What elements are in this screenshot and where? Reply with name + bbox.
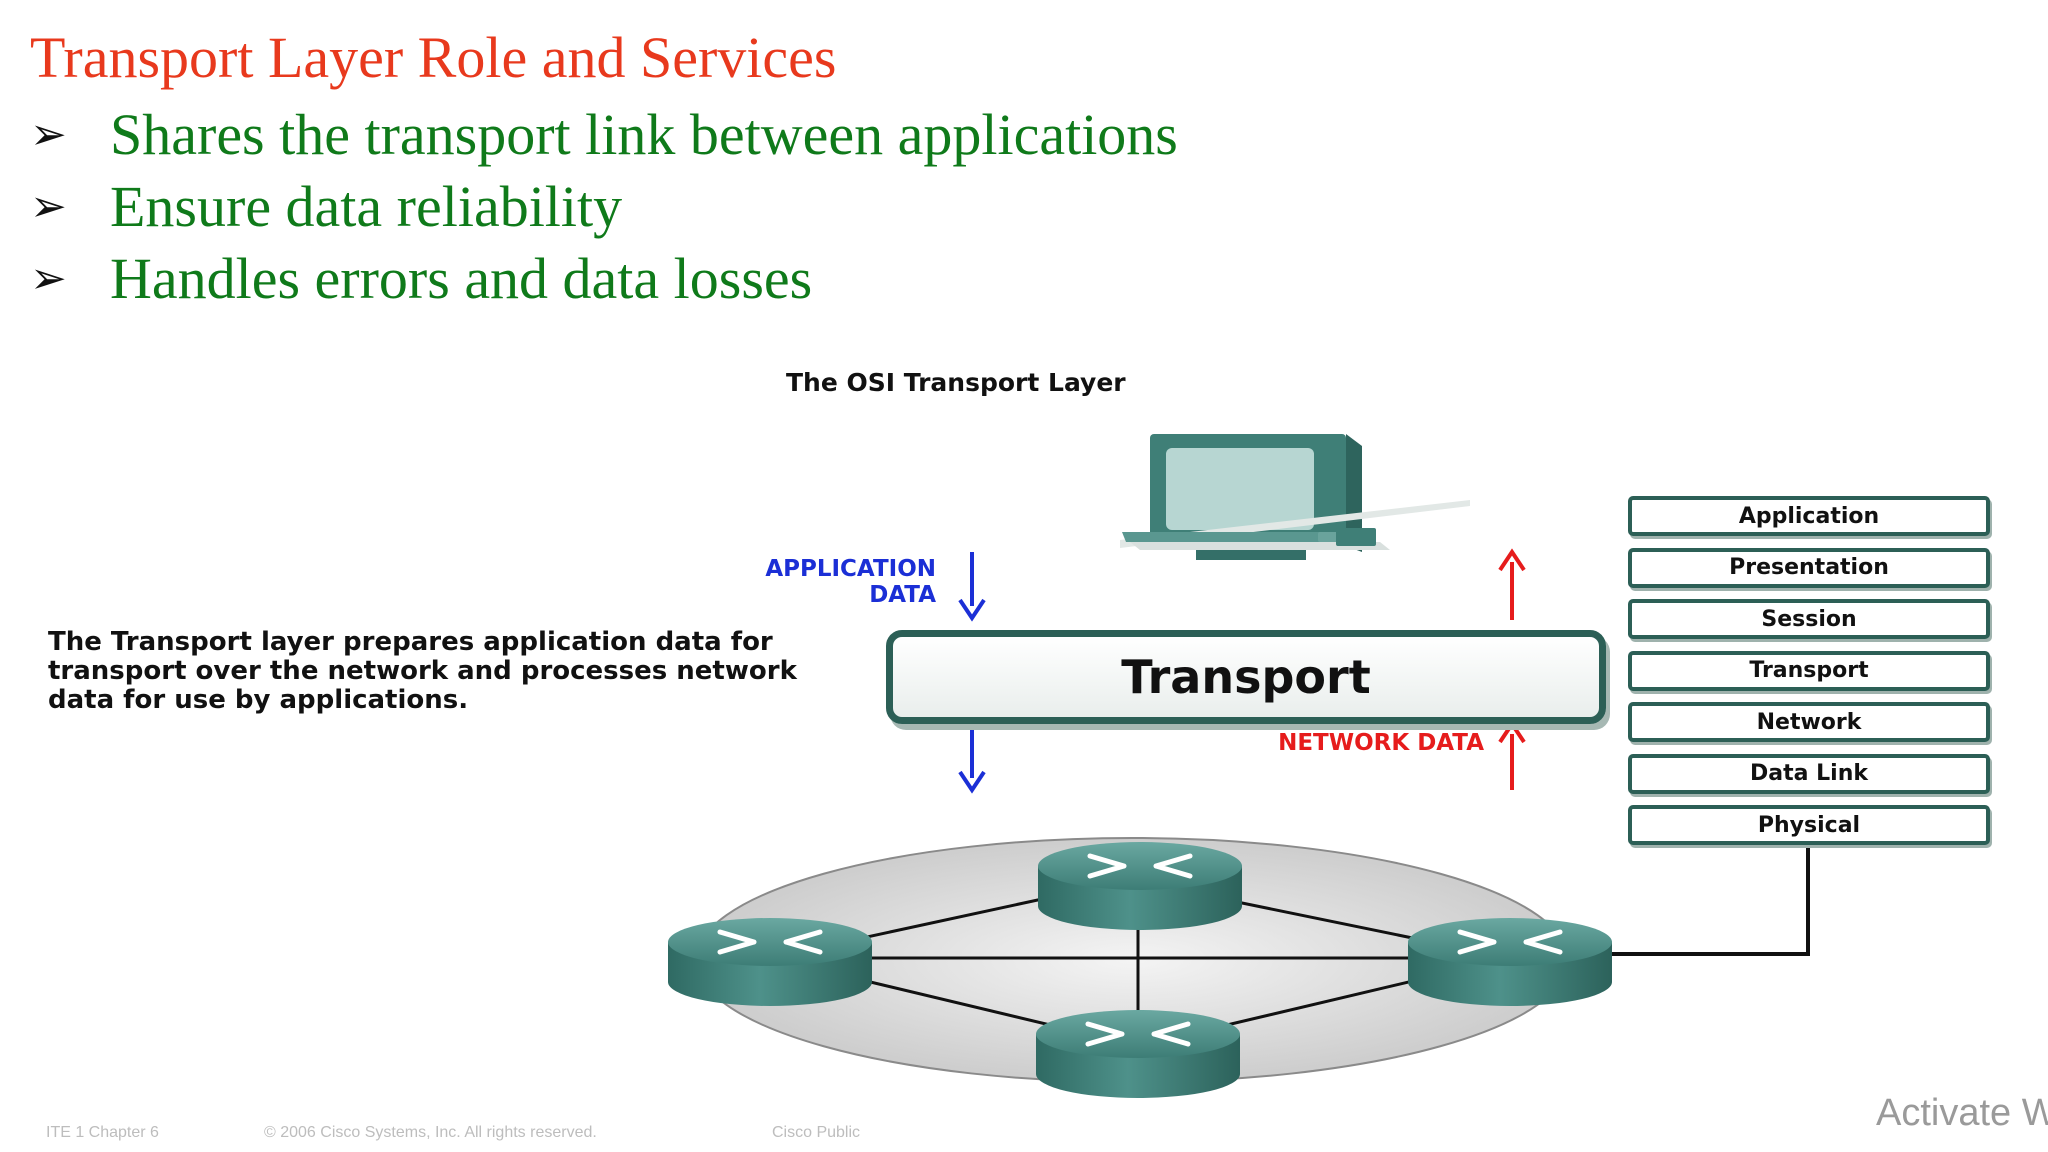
- up-arrow-icon: [1498, 720, 1526, 790]
- down-arrow-icon: [958, 722, 986, 794]
- bullet-text: Shares the transport link between applic…: [110, 101, 1178, 167]
- footer-chapter: ITE 1 Chapter 6: [46, 1124, 159, 1141]
- physical-connector: [1612, 846, 1810, 956]
- computer-icon: [1120, 434, 1470, 560]
- osi-layer-session: Session: [1628, 599, 1990, 639]
- router-icon: [1408, 918, 1612, 1006]
- osi-layer-transport: Transport: [1628, 650, 1990, 691]
- footer-classification: Cisco Public: [772, 1124, 861, 1141]
- bullet-text: Ensure data reliability: [110, 173, 623, 239]
- diagram-description: The Transport layer prepares application…: [48, 627, 797, 715]
- bullet-arrow-icon: ➢: [30, 108, 67, 160]
- osi-layer-presentation: Presentation: [1628, 547, 1990, 588]
- application-data-line: APPLICATION: [765, 556, 936, 582]
- osi-layer-physical: Physical: [1628, 805, 1990, 845]
- transport-box: Transport: [886, 630, 1606, 724]
- router-icon: [1038, 842, 1242, 930]
- diagram-caption: The OSI Transport Layer: [786, 368, 1126, 397]
- footer-copyright: © 2006 Cisco Systems, Inc. All rights re…: [264, 1124, 597, 1141]
- bullet-arrow-icon: ➢: [30, 180, 67, 232]
- bullet-text: Handles errors and data losses: [110, 245, 813, 311]
- network-data-label: NETWORK DATA: [1278, 730, 1484, 756]
- application-data-label: APPLICATION DATA: [660, 556, 936, 608]
- bullet-item: ➢ Handles errors and data losses: [30, 242, 1178, 314]
- up-arrow-icon: [1498, 548, 1526, 620]
- slide-title: Transport Layer Role and Services: [30, 25, 837, 90]
- router-icon: [1036, 1010, 1240, 1098]
- bullet-item: ➢ Shares the transport link between appl…: [30, 98, 1178, 170]
- osi-layer-stack: Application Presentation Session Transpo…: [1628, 496, 1990, 857]
- bullet-item: ➢ Ensure data reliability: [30, 170, 1178, 242]
- osi-layer-application: Application: [1628, 496, 1990, 536]
- router-icon: [668, 918, 872, 1006]
- bullet-list: ➢ Shares the transport link between appl…: [30, 98, 1178, 314]
- down-arrow-icon: [958, 552, 986, 622]
- application-data-line: DATA: [869, 582, 936, 608]
- bullet-arrow-icon: ➢: [30, 252, 67, 304]
- osi-transport-diagram: [668, 434, 1810, 1098]
- osi-layer-data-link: Data Link: [1628, 753, 1990, 794]
- activation-watermark: Activate W: [1876, 1092, 2048, 1134]
- osi-layer-network: Network: [1628, 702, 1990, 742]
